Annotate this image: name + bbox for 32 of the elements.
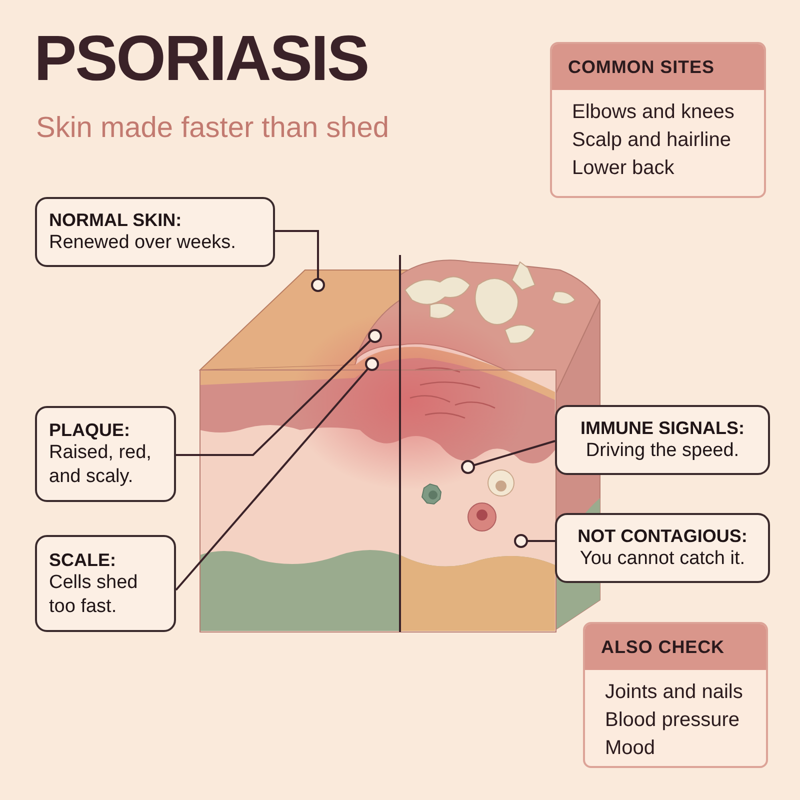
- callout-heading: NOT CONTAGIOUS:: [578, 525, 748, 547]
- callout-text: Cells shed too fast.: [49, 570, 139, 618]
- subtitle: Skin made faster than shed: [36, 111, 390, 146]
- callout-text: You cannot catch it.: [580, 547, 746, 571]
- leader-line: [514, 534, 555, 548]
- list-item: Blood pressure: [605, 708, 741, 733]
- info-card: [583, 622, 768, 768]
- info-card: [550, 42, 766, 198]
- leader-line: [175, 357, 379, 591]
- leader-line: [275, 230, 325, 292]
- list-item: Lower back: [572, 156, 676, 181]
- callout-box: [555, 513, 770, 583]
- callout-heading: PLAQUE:: [49, 419, 131, 441]
- leader-line: [176, 329, 382, 456]
- callout-box: [35, 197, 275, 267]
- list-item: Scalp and hairline: [572, 128, 732, 153]
- card-header: COMMON SITES: [552, 44, 764, 90]
- callout-box: [35, 406, 176, 502]
- title: PSORIASIS: [34, 22, 368, 94]
- callout-heading: NORMAL SKIN:: [49, 209, 183, 231]
- callout-text: Driving the speed.: [586, 439, 740, 463]
- callout-box: [555, 405, 770, 475]
- callout-text: Renewed over weeks.: [49, 231, 237, 255]
- card-header: ALSO CHECK: [585, 624, 766, 670]
- callout-box: [35, 535, 176, 632]
- callout-heading: SCALE:: [49, 548, 117, 570]
- list-item: Joints and nails: [605, 680, 744, 705]
- list-item: Elbows and knees: [572, 100, 736, 125]
- callout-text: Raised, red, and scaly.: [49, 441, 152, 489]
- leader-line: [461, 440, 556, 474]
- list-item: Mood: [605, 736, 656, 761]
- callout-heading: IMMUNE SIGNALS:: [580, 417, 744, 439]
